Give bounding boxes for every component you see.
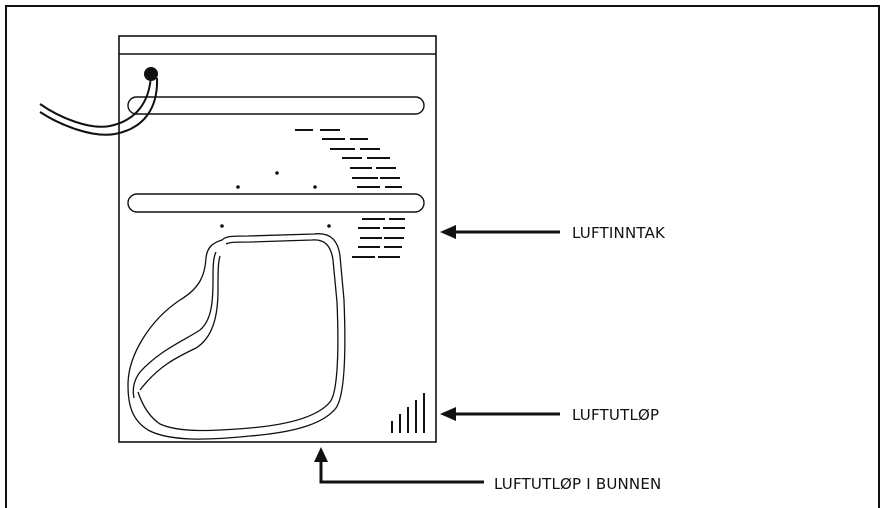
arrow-air-outlet-bottom bbox=[314, 447, 484, 484]
intake-vents bbox=[352, 218, 405, 258]
screw-dots bbox=[220, 171, 331, 228]
upper-rail bbox=[127, 96, 425, 115]
arrow-air-outlet bbox=[440, 407, 560, 421]
middle-rail bbox=[127, 193, 425, 213]
label-air-intake: LUFTINNTAK bbox=[572, 224, 666, 242]
outlet-vent-icon bbox=[391, 393, 425, 433]
label-air-outlet: LUFTUTLØP bbox=[572, 406, 659, 424]
upper-vents bbox=[295, 129, 402, 188]
label-air-outlet-bottom: LUFTUTLØP I BUNNEN bbox=[494, 475, 661, 493]
door-outline bbox=[127, 233, 346, 440]
frame-border bbox=[5, 5, 880, 508]
appliance-body bbox=[118, 35, 437, 443]
power-cord bbox=[39, 67, 159, 136]
arrow-air-intake bbox=[440, 225, 560, 239]
